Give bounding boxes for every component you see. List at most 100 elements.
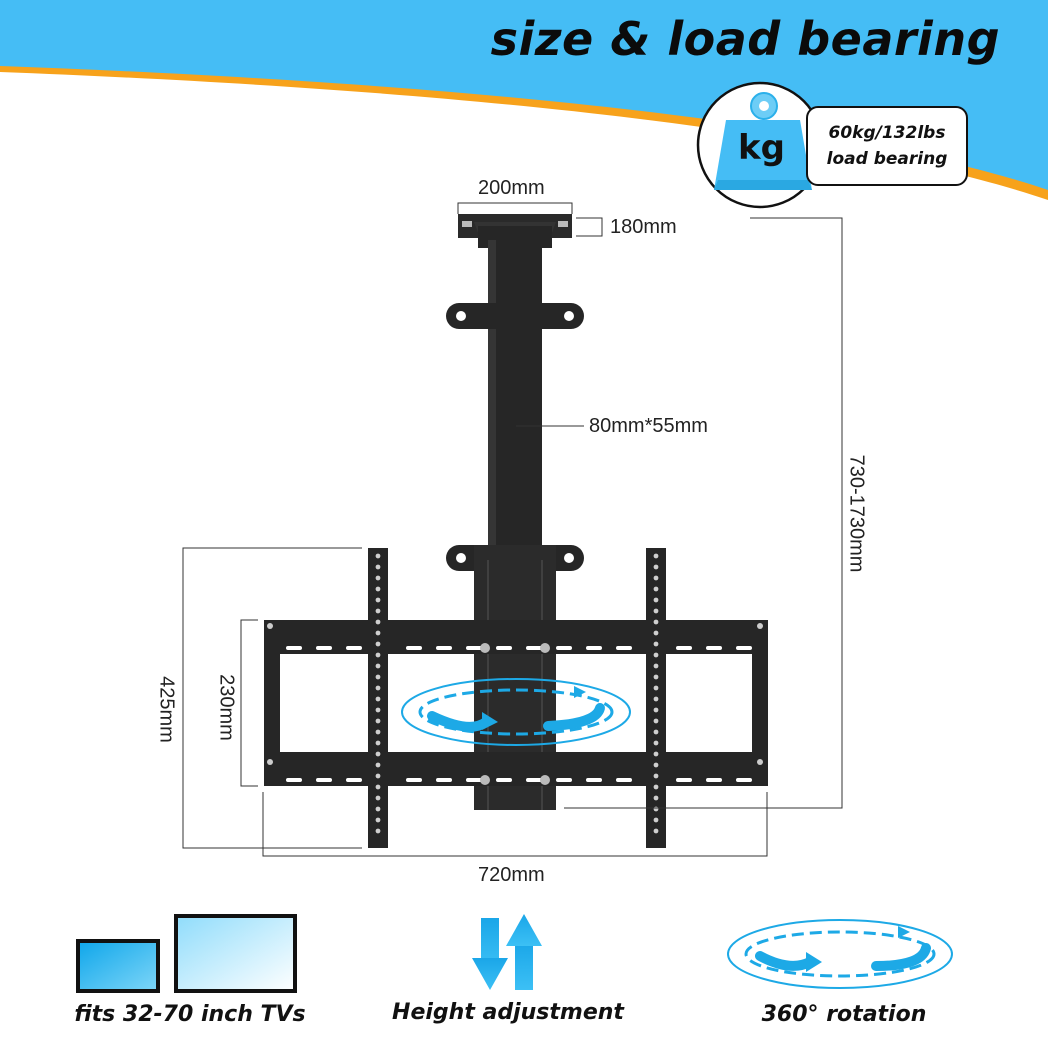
bracket-hole — [375, 597, 381, 603]
bracket-hole — [653, 806, 659, 812]
height-range-label: 730-1730mm — [845, 454, 868, 573]
plate-depth-label: 180mm — [610, 216, 677, 238]
frame-width-label: 720mm — [478, 864, 545, 886]
bracket-hole — [375, 773, 381, 779]
bracket-hole — [375, 718, 381, 724]
frame-slot — [496, 778, 512, 782]
bracket-hole — [375, 619, 381, 625]
bracket-hole — [653, 784, 659, 790]
feature-height-adjustment: Height adjustment — [392, 1000, 624, 1025]
bracket-hole — [375, 663, 381, 669]
bracket-hole — [653, 795, 659, 801]
bracket-hole — [375, 586, 381, 592]
dimension-lines — [182, 202, 843, 857]
bracket-hole — [653, 762, 659, 768]
bracket-hole — [375, 806, 381, 812]
frame-slot — [466, 778, 482, 782]
bracket-hole — [375, 762, 381, 768]
bracket-hole — [375, 575, 381, 581]
bracket-hole — [653, 575, 659, 581]
bracket-hole — [375, 553, 381, 559]
load-bearing-badge: 60kg/132lbs load bearing — [806, 106, 968, 186]
bracket-hole — [653, 630, 659, 636]
pole-section-label: 80mm*55mm — [589, 415, 708, 437]
bracket-hole — [653, 751, 659, 757]
bracket-hole — [375, 817, 381, 823]
bracket-hole — [653, 685, 659, 691]
feature-rotation: 360° rotation — [761, 1002, 927, 1027]
load-caption: load bearing — [826, 149, 948, 169]
frame-slot — [346, 778, 362, 782]
weight-icon — [696, 81, 824, 209]
tv-frame — [264, 620, 768, 786]
bracket-hole — [653, 707, 659, 713]
bracket-hole — [375, 828, 381, 834]
frame-slot — [706, 646, 722, 650]
frame-slot — [706, 778, 722, 782]
bracket-hole — [653, 586, 659, 592]
bracket-hole — [375, 696, 381, 702]
bracket-hole — [375, 685, 381, 691]
bracket-hole — [375, 564, 381, 570]
bracket-hole — [653, 729, 659, 735]
frame-slot — [406, 778, 422, 782]
frame-slot — [556, 778, 572, 782]
frame-slot — [316, 778, 332, 782]
bracket-hole — [375, 674, 381, 680]
frame-slot — [406, 646, 422, 650]
bracket-hole — [653, 828, 659, 834]
bracket-hole — [653, 641, 659, 647]
frame-slot — [436, 646, 452, 650]
frame-slot — [586, 646, 602, 650]
feature-tv-size: fits 32-70 inch TVs — [74, 1002, 306, 1027]
frame-slot — [616, 778, 632, 782]
bracket-hole — [653, 663, 659, 669]
bracket-hole — [375, 795, 381, 801]
bracket-hole — [375, 707, 381, 713]
bracket-hole — [653, 597, 659, 603]
weight-icon-label: kg — [738, 128, 785, 168]
bracket-hole — [653, 773, 659, 779]
header-band — [0, 0, 1048, 200]
frame-slot — [736, 778, 752, 782]
frame-slot — [496, 646, 512, 650]
frame-slot — [736, 646, 752, 650]
bracket-height-label: 425mm — [155, 676, 178, 743]
frame-slot — [676, 646, 692, 650]
frame-slot — [286, 646, 302, 650]
page-title: size & load bearing — [490, 12, 1000, 66]
plate-width-label: 200mm — [478, 177, 545, 199]
frame-slot — [556, 646, 572, 650]
height-arrows-icon — [472, 914, 542, 990]
bracket-hole — [375, 784, 381, 790]
frame-slot — [436, 778, 452, 782]
bracket-hole — [653, 564, 659, 570]
frame-slot — [346, 646, 362, 650]
bracket-hole — [375, 641, 381, 647]
bracket-hole — [653, 817, 659, 823]
tv-size-icon — [76, 914, 297, 993]
bracket-hole — [375, 608, 381, 614]
frame-slot — [616, 646, 632, 650]
bracket-hole — [653, 608, 659, 614]
frame-slot — [466, 646, 482, 650]
rotation-icon — [727, 919, 953, 989]
bracket-hole — [375, 729, 381, 735]
bracket-hole — [375, 740, 381, 746]
frame-slot — [526, 778, 542, 782]
bracket-hole — [375, 652, 381, 658]
frame-height-label: 230mm — [215, 674, 238, 741]
bracket-hole — [653, 674, 659, 680]
bracket-hole — [653, 718, 659, 724]
rotation-indicator — [401, 678, 631, 746]
frame-slot — [286, 778, 302, 782]
load-capacity: 60kg/132lbs — [828, 123, 946, 143]
frame-slot — [316, 646, 332, 650]
bracket-hole — [653, 652, 659, 658]
bracket-hole — [653, 696, 659, 702]
frame-slot — [586, 778, 602, 782]
bracket-hole — [653, 553, 659, 559]
bracket-hole — [375, 630, 381, 636]
bracket-hole — [653, 619, 659, 625]
